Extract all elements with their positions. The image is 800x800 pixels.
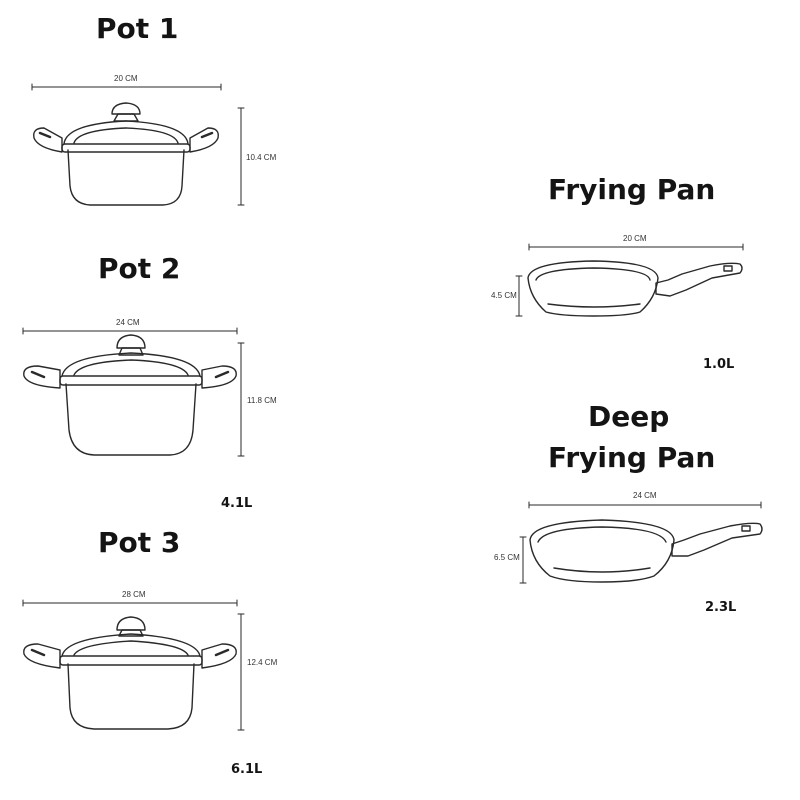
deep-frying-pan-title-line1: Deep (588, 400, 670, 433)
deep-frying-pan-height-label: 6.5 CM (494, 553, 520, 562)
pot-2-illustration (22, 327, 245, 457)
pot-3-illustration (22, 599, 245, 731)
pot-1-width-label: 20 CM (114, 74, 138, 83)
deep-frying-pan-width-label: 24 CM (633, 491, 657, 500)
pot-1-height-label: 10.4 CM (246, 153, 277, 162)
deep-frying-pan-illustration (519, 501, 763, 584)
pot-2-title: Pot 2 (98, 252, 181, 285)
frying-pan-height-label: 4.5 CM (491, 291, 517, 300)
deep-frying-pan-capacity: 2.3L (705, 600, 737, 615)
pot-1-illustration (31, 83, 245, 206)
pot-2-height-label: 11.8 CM (247, 396, 277, 405)
frying-pan-illustration (515, 243, 744, 317)
pot-1-title: Pot 1 (96, 12, 179, 45)
pot-3-capacity: 6.1L (231, 762, 263, 777)
pot-3-height-label: 12.4 CM (247, 658, 278, 667)
frying-pan-capacity: 1.0L (703, 357, 735, 372)
pot-2-capacity: 4.1L (221, 496, 253, 511)
frying-pan-width-label: 20 CM (623, 234, 647, 243)
frying-pan-title: Frying Pan (548, 173, 716, 206)
pot-3-title: Pot 3 (98, 526, 181, 559)
deep-frying-pan-title-line2: Frying Pan (548, 441, 716, 474)
pot-3-width-label: 28 CM (122, 590, 146, 599)
pot-2-width-label: 24 CM (116, 318, 140, 327)
